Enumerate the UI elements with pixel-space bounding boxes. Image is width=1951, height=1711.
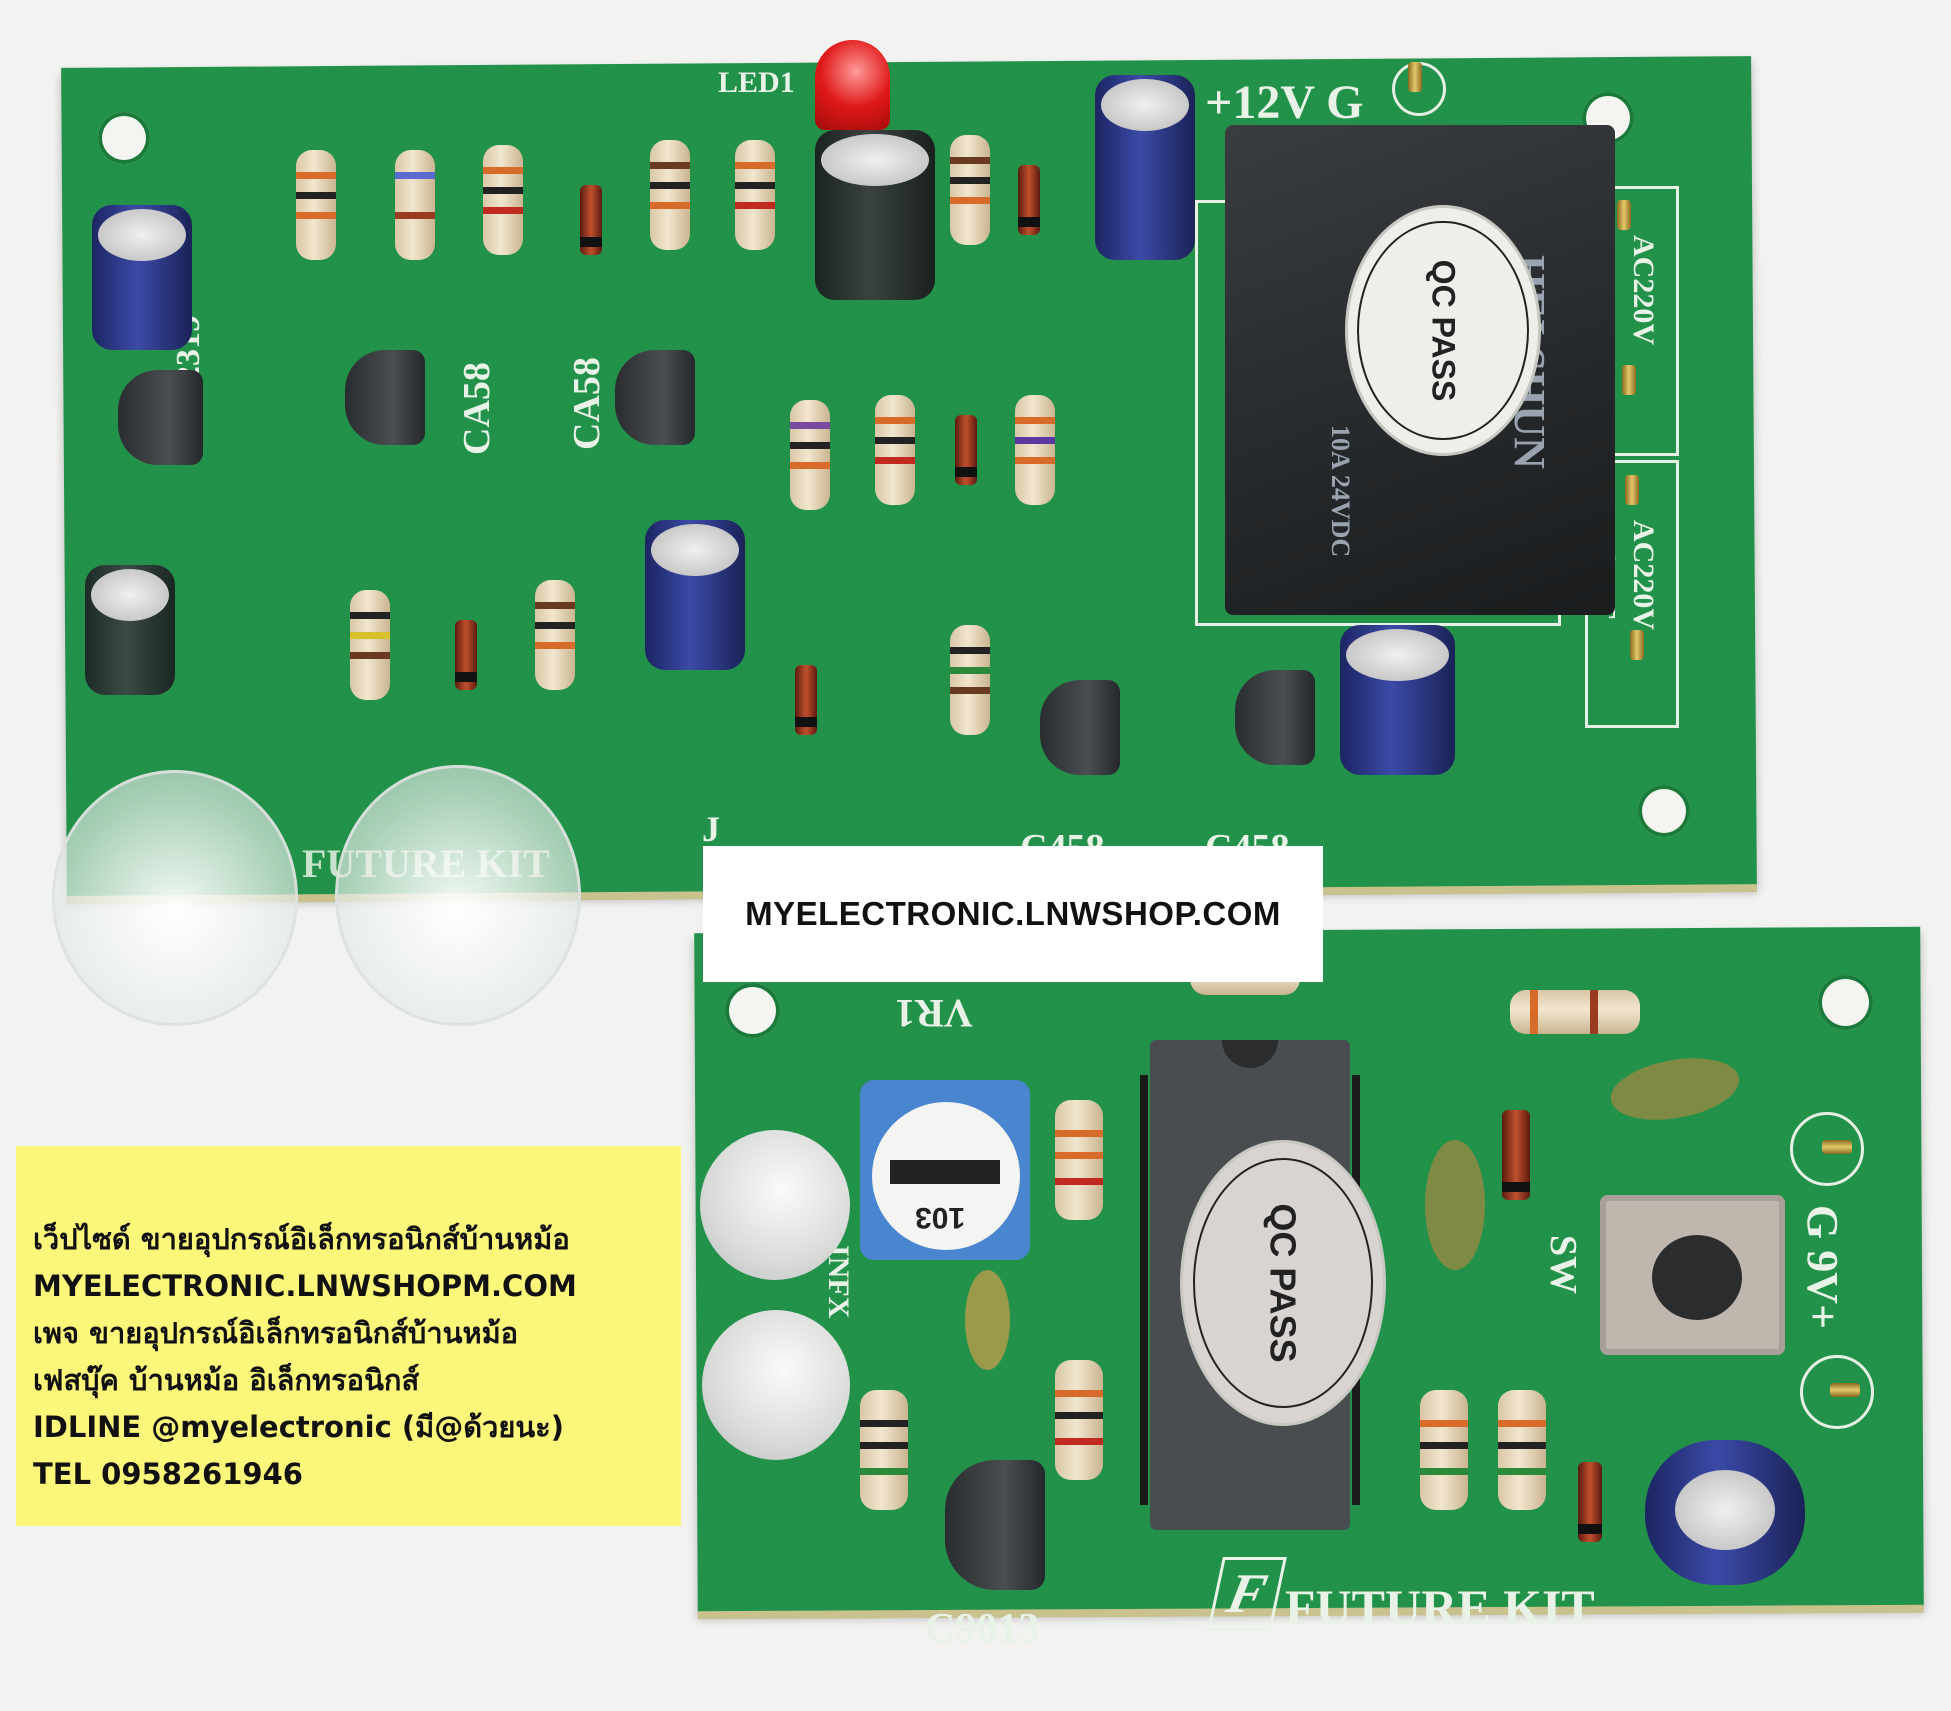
- power-pin: [1830, 1383, 1860, 1397]
- terminal-pin: [1630, 630, 1644, 660]
- resistor: [395, 150, 435, 260]
- electrolytic-capacitor: [85, 565, 175, 695]
- info-line-facebook: เฟสบุ๊ค บ้านหม้อ อิเล็กทรอนิกส์: [33, 1363, 420, 1397]
- resistor: [950, 625, 990, 735]
- terminal-pin: [1617, 200, 1631, 230]
- transistor-ca58: [345, 350, 425, 445]
- trimmer-value: 103: [915, 1201, 966, 1234]
- resistor: [790, 400, 830, 510]
- info-line-line-id: IDLINE @myelectronic (มี@ด้วยนะ): [33, 1410, 564, 1444]
- future-kit-logo-letter: F: [1221, 1563, 1273, 1625]
- diode: [455, 620, 477, 690]
- electrolytic-capacitor: [1095, 75, 1195, 260]
- resistor: [1055, 1100, 1103, 1220]
- power-12v-label: +12V G: [1205, 76, 1364, 129]
- mounting-hole: [98, 112, 150, 164]
- mounting-hole: [1818, 975, 1873, 1030]
- shop-contact-info-box: เว็ปไซด์ ขายอุปกรณ์อิเล็กทรอนิกส์บ้านหม้…: [16, 1146, 681, 1526]
- electrolytic-capacitor: [1340, 625, 1455, 775]
- c9013-label: C9013: [925, 1606, 1040, 1652]
- ceramic-capacitor: [965, 1270, 1010, 1370]
- resistor: [650, 140, 690, 250]
- mounting-hole: [725, 983, 780, 1038]
- ir-sensor-pic2319: [118, 370, 203, 465]
- shop-url-text: MYELECTRONIC.LNWSHOP.COM: [745, 895, 1281, 932]
- bottom-brand-label: FUTURE KIT: [1285, 1579, 1595, 1635]
- power-pin-pad: [1790, 1112, 1864, 1186]
- power-pin-pad: [1800, 1355, 1874, 1429]
- led1-label: LED1: [718, 66, 795, 99]
- ca58-label-2: CA58: [566, 357, 608, 450]
- ic-qc-pass-sticker: QC PASS: [1180, 1140, 1386, 1426]
- resistor: [735, 140, 775, 250]
- trimmer-potentiometer: 103: [860, 1080, 1030, 1260]
- resistor: [1055, 1360, 1103, 1480]
- electrolytic-capacitor: [1645, 1440, 1805, 1585]
- diode: [1018, 165, 1040, 235]
- resistor: [1498, 1390, 1546, 1510]
- diode: [795, 665, 817, 735]
- terminal-pin: [1625, 475, 1639, 505]
- info-line-website: เว็ปไซด์ ขายอุปกรณ์อิเล็กทรอนิกส์บ้านหม้…: [33, 1222, 570, 1256]
- transistor-c458: [1235, 670, 1315, 765]
- resistor: [296, 150, 336, 260]
- electrolytic-capacitor: [815, 130, 935, 300]
- shop-url-banner: MYELECTRONIC.LNWSHOP.COM: [703, 846, 1323, 982]
- power-pin: [1408, 62, 1422, 92]
- diode: [955, 415, 977, 485]
- diode: [1502, 1110, 1530, 1200]
- resistor: [860, 1390, 908, 1510]
- ir-led: [702, 1310, 850, 1460]
- ir-lens: [52, 770, 298, 1026]
- diode: [580, 185, 602, 255]
- power-9v-label: G 9V+: [1798, 1205, 1847, 1330]
- sw-label: SW: [1542, 1235, 1584, 1295]
- resistor: [350, 590, 390, 700]
- ceramic-capacitor: [1425, 1140, 1485, 1270]
- relay-rating: 10A 24VDC: [1326, 425, 1355, 558]
- power-pin: [1822, 1140, 1852, 1154]
- resistor: [950, 135, 990, 245]
- transistor-c9013: [945, 1460, 1045, 1590]
- ca58-label-1: CA58: [456, 362, 498, 455]
- transistor-c458: [1040, 680, 1120, 775]
- push-button-switch: [1600, 1195, 1785, 1355]
- jumper-label: J: [702, 809, 720, 849]
- resistor: [875, 395, 915, 505]
- info-line-phone: TEL 0958261946: [33, 1457, 303, 1491]
- electrolytic-capacitor: [92, 205, 192, 350]
- info-line-url: MYELECTRONIC.LNWSHOPM.COM: [33, 1269, 577, 1303]
- electrolytic-capacitor: [645, 520, 745, 670]
- relay-qc-pass-sticker: QC PASS: [1345, 205, 1541, 456]
- resistor: [1420, 1390, 1468, 1510]
- diode: [1578, 1462, 1602, 1542]
- mounting-hole: [1638, 785, 1690, 837]
- resistor: [483, 145, 523, 255]
- resistor: [1015, 395, 1055, 505]
- vr1-label: VR1: [895, 991, 973, 1036]
- red-led: [815, 40, 890, 130]
- resistor: [535, 580, 575, 690]
- resistor: [1510, 990, 1640, 1034]
- ir-lens: [335, 765, 581, 1026]
- terminal-pin: [1622, 365, 1636, 395]
- transistor-ca58: [615, 350, 695, 445]
- ir-led: [700, 1130, 850, 1280]
- info-line-page: เพจ ขายอุปกรณ์อิเล็กทรอนิกส์บ้านหม้อ: [33, 1316, 519, 1350]
